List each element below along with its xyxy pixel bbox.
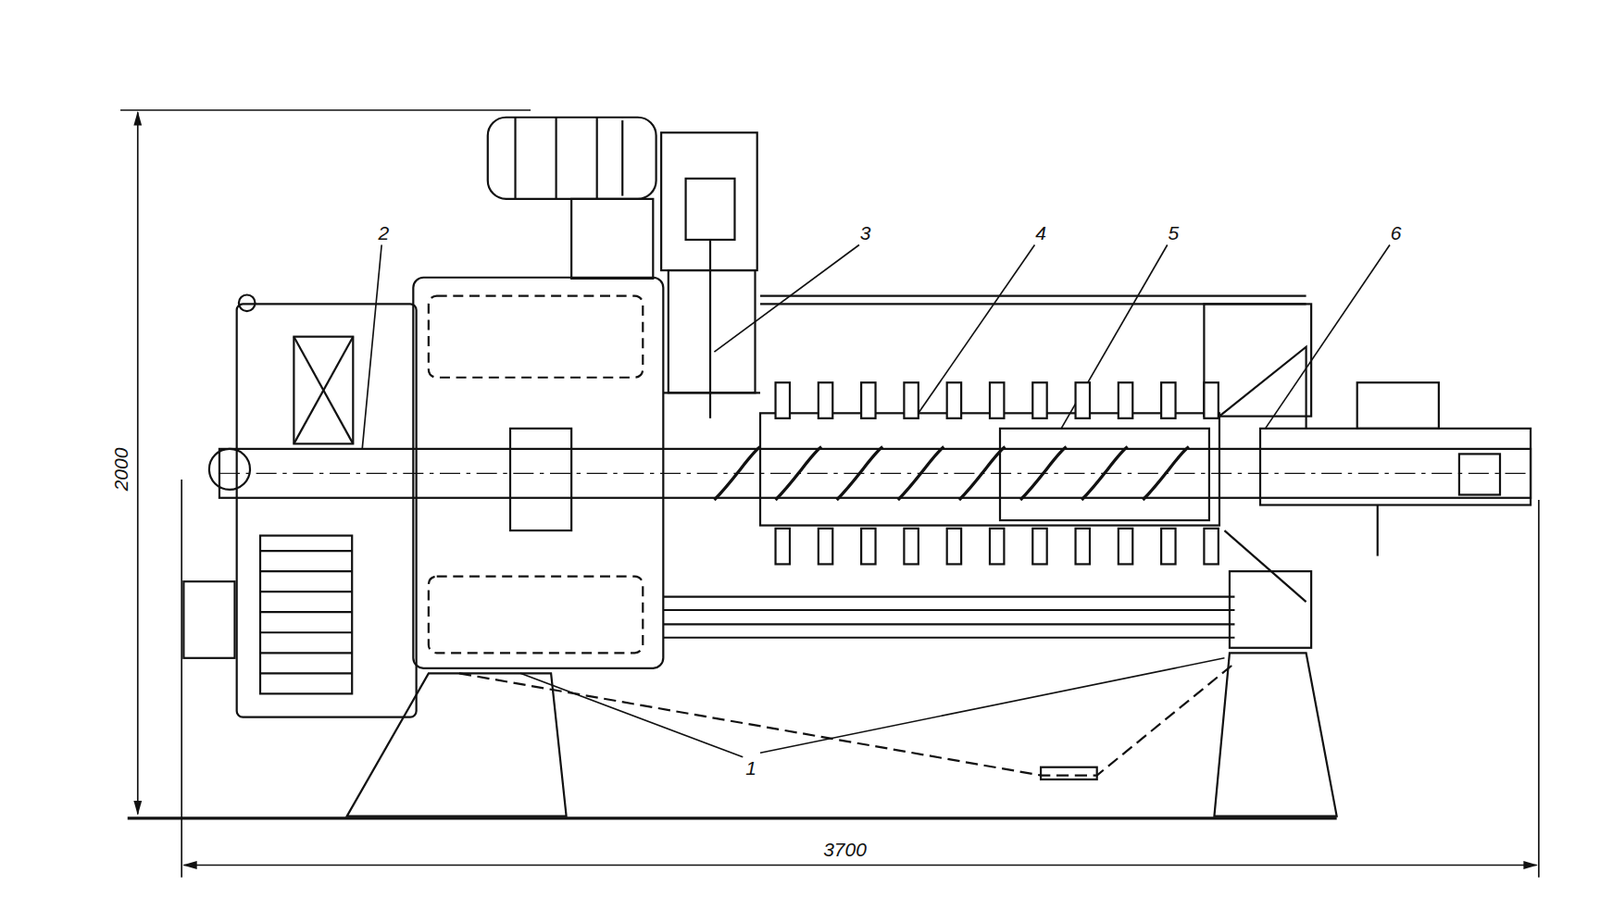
cage-rib [903, 382, 918, 419]
cage-rib [861, 382, 875, 419]
cage-rib [1032, 382, 1047, 419]
cage-rib [1161, 382, 1175, 419]
cage-rib [1075, 382, 1090, 419]
callout-number: 1 [743, 756, 759, 778]
cage-rib [1118, 382, 1133, 419]
cage-rib [1118, 528, 1133, 565]
callout-number: 2 [376, 222, 392, 244]
cage-rib [947, 528, 962, 565]
cage-rib [1203, 528, 1218, 565]
cage-rib [989, 528, 1004, 565]
cage-rib [1032, 528, 1047, 565]
cage-rib [1161, 528, 1175, 565]
cage-rib [903, 528, 918, 565]
cage-rib [1203, 382, 1218, 419]
press-cage-ribs [775, 382, 1219, 564]
callout-number: 6 [1388, 222, 1404, 244]
callout-number: 3 [858, 222, 874, 244]
cage-rib [1075, 528, 1090, 565]
callout-number: 4 [1033, 222, 1049, 244]
cage-rib [861, 528, 875, 565]
cage-rib [818, 382, 833, 419]
dimension-label: 2000 [110, 446, 132, 494]
cage-rib [818, 528, 833, 565]
cage-rib [989, 382, 1004, 419]
cage-rib [775, 528, 790, 565]
callout-number: 5 [1166, 222, 1182, 244]
dimension-label: 3700 [821, 837, 869, 860]
cage-rib [947, 382, 962, 419]
machine-outline [120, 110, 1539, 878]
cage-rib [775, 382, 790, 419]
